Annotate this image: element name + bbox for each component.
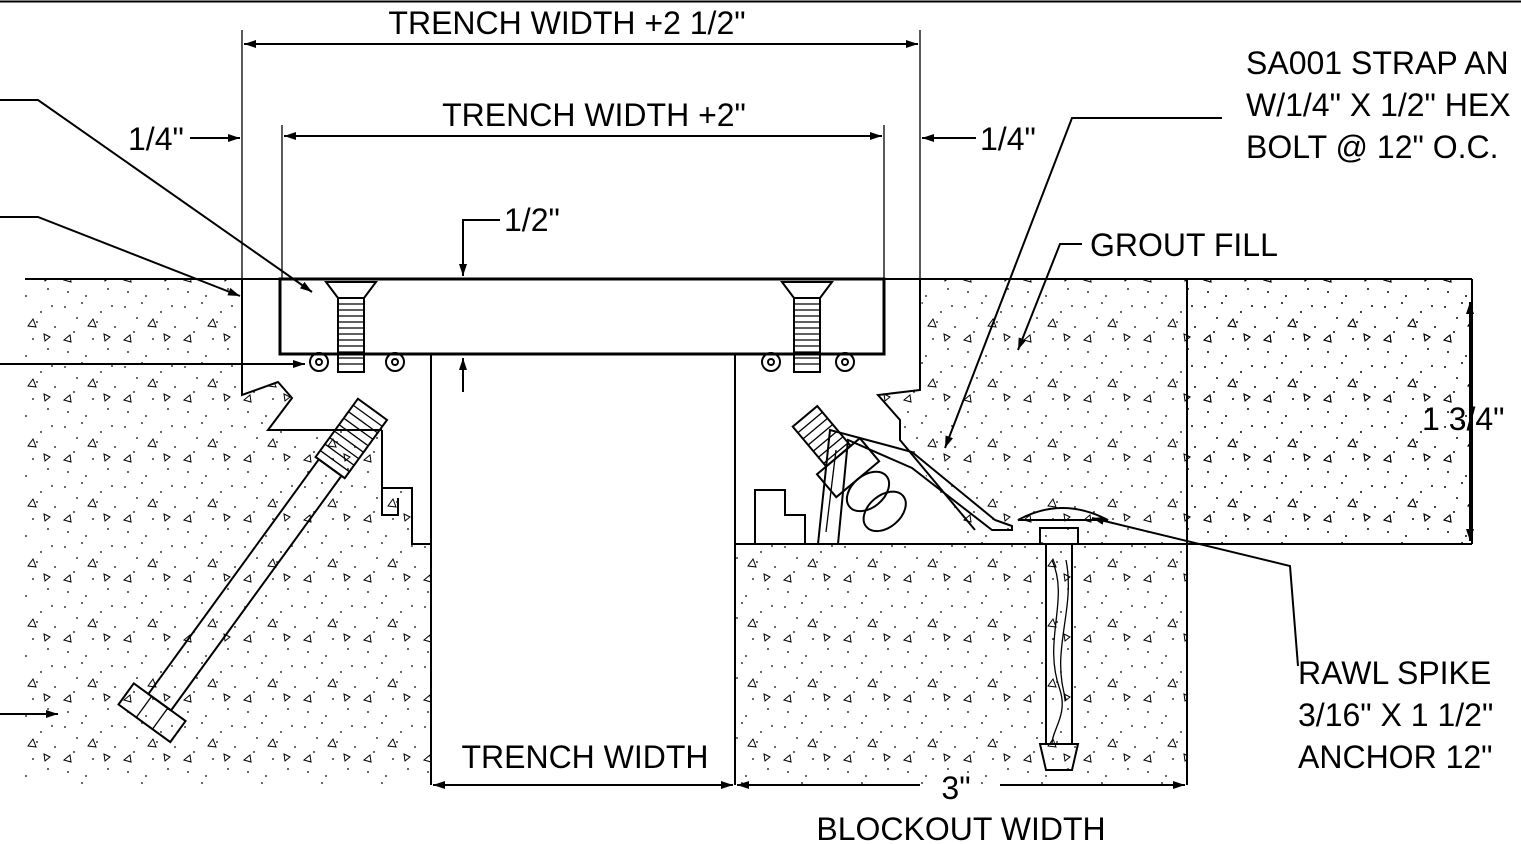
leader-strap-angle (944, 117, 1222, 449)
gaskets (309, 352, 855, 372)
label-strap-line1: SA001 STRAP AN (1246, 45, 1509, 81)
label-trench-width-plus-2-half: TRENCH WIDTH +2 1/2" (388, 5, 745, 41)
leader-grout-fill (1017, 243, 1082, 351)
left-frame-step (381, 430, 399, 516)
label-rawl-line3: ANCHOR 12" (1298, 739, 1493, 775)
right-countersunk-screw (780, 281, 834, 373)
right-frame-angle (734, 279, 1472, 785)
cover-plate (278, 277, 886, 356)
right-slab-concrete (1187, 279, 1472, 544)
label-blockout-width: BLOCKOUT WIDTH (816, 811, 1105, 844)
label-quarter-left: 1/4" (128, 121, 184, 157)
left-anchor-bolt (117, 397, 389, 744)
leader-cover-plate (0, 99, 313, 293)
label-grout-fill: GROUT FILL (1090, 227, 1278, 263)
dim-half-inch-leader (459, 219, 500, 276)
left-frame-angle (241, 279, 432, 785)
label-three-inch: 3" (941, 770, 970, 806)
right-frame-step (754, 489, 806, 544)
left-concrete (25, 279, 431, 785)
label-rawl-line2: 3/16" X 1 1/2" (1298, 697, 1493, 733)
leader-frame (0, 216, 241, 297)
label-trench-width: TRENCH WIDTH (461, 739, 708, 775)
label-half-inch: 1/2" (504, 202, 560, 238)
label-strap-line3: BOLT @ 12" O.C. (1246, 129, 1499, 165)
label-depth: 1 3/4" (1422, 401, 1505, 437)
strap-bolt (791, 404, 907, 533)
rawl-spike-anchor (1017, 507, 1109, 771)
label-strap-line2: W/1/4" X 1/2" HEX (1246, 87, 1511, 123)
leader-rawl-spike (1091, 516, 1299, 667)
label-rawl-line1: RAWL SPIKE (1298, 655, 1491, 691)
label-quarter-right: 1/4" (980, 121, 1036, 157)
left-countersunk-screw (324, 281, 378, 373)
label-trench-width-plus-2: TRENCH WIDTH +2" (442, 97, 746, 133)
